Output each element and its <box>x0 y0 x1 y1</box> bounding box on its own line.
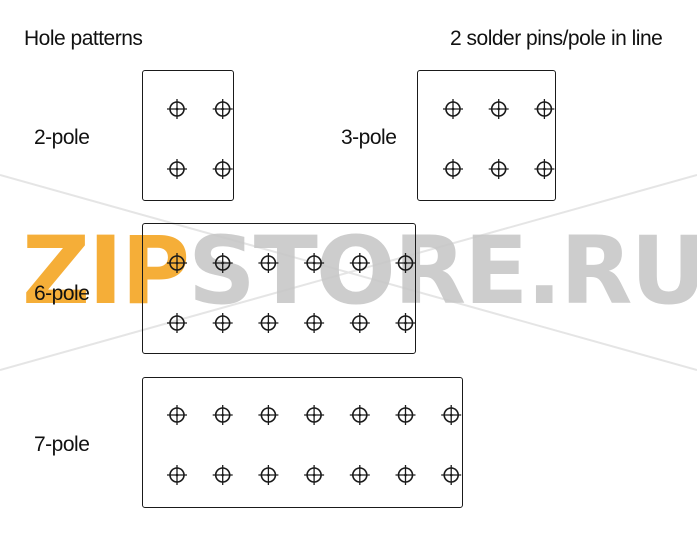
hole-marker <box>488 99 509 119</box>
hole-marker <box>212 405 233 425</box>
label-2-pole: 2-pole <box>34 126 90 149</box>
hole-marker <box>395 465 416 485</box>
label-3-pole: 3-pole <box>341 126 397 149</box>
hole-marker <box>488 159 509 179</box>
hole-marker <box>212 465 233 485</box>
hole-marker <box>167 253 187 273</box>
hole-marker <box>212 159 233 179</box>
hole-marker <box>395 405 416 425</box>
hole-marker <box>534 159 555 179</box>
hole-marker <box>304 405 325 425</box>
label-6-pole: 6-pole <box>34 282 90 305</box>
hole-marker <box>212 99 233 119</box>
hole-marker <box>349 465 370 485</box>
hole-marker <box>441 405 462 425</box>
header-left-title: Hole patterns <box>24 27 143 50</box>
hole-marker <box>443 99 463 119</box>
hole-marker <box>212 313 233 333</box>
hole-marker <box>258 253 279 273</box>
watermark-brand: ZIP <box>22 217 188 326</box>
hole-marker <box>349 405 370 425</box>
hole-marker <box>167 313 187 333</box>
watermark-rest: STORE.RU <box>188 217 697 326</box>
hole-marker <box>212 253 233 273</box>
hole-marker <box>395 253 416 273</box>
header-right-title: 2 solder pins/pole in line <box>450 27 663 50</box>
board-7-pole <box>142 377 463 508</box>
hole-marker <box>167 159 187 179</box>
hole-marker <box>304 253 325 273</box>
hole-marker <box>258 313 279 333</box>
board-3-pole <box>417 70 556 201</box>
hole-marker <box>395 313 416 333</box>
board-2-pole <box>142 70 234 201</box>
hole-marker <box>258 465 279 485</box>
hole-marker <box>349 253 370 273</box>
hole-marker <box>167 465 187 485</box>
hole-marker <box>167 99 187 119</box>
label-7-pole: 7-pole <box>34 433 90 456</box>
hole-marker <box>304 313 325 333</box>
hole-marker <box>441 465 462 485</box>
hole-marker <box>534 99 555 119</box>
watermark-text: ZIPSTORE.RU <box>22 217 697 326</box>
hole-marker <box>443 159 463 179</box>
hole-marker <box>304 465 325 485</box>
hole-marker <box>167 405 187 425</box>
hole-marker <box>258 405 279 425</box>
board-6-pole <box>142 223 416 354</box>
hole-marker <box>349 313 370 333</box>
